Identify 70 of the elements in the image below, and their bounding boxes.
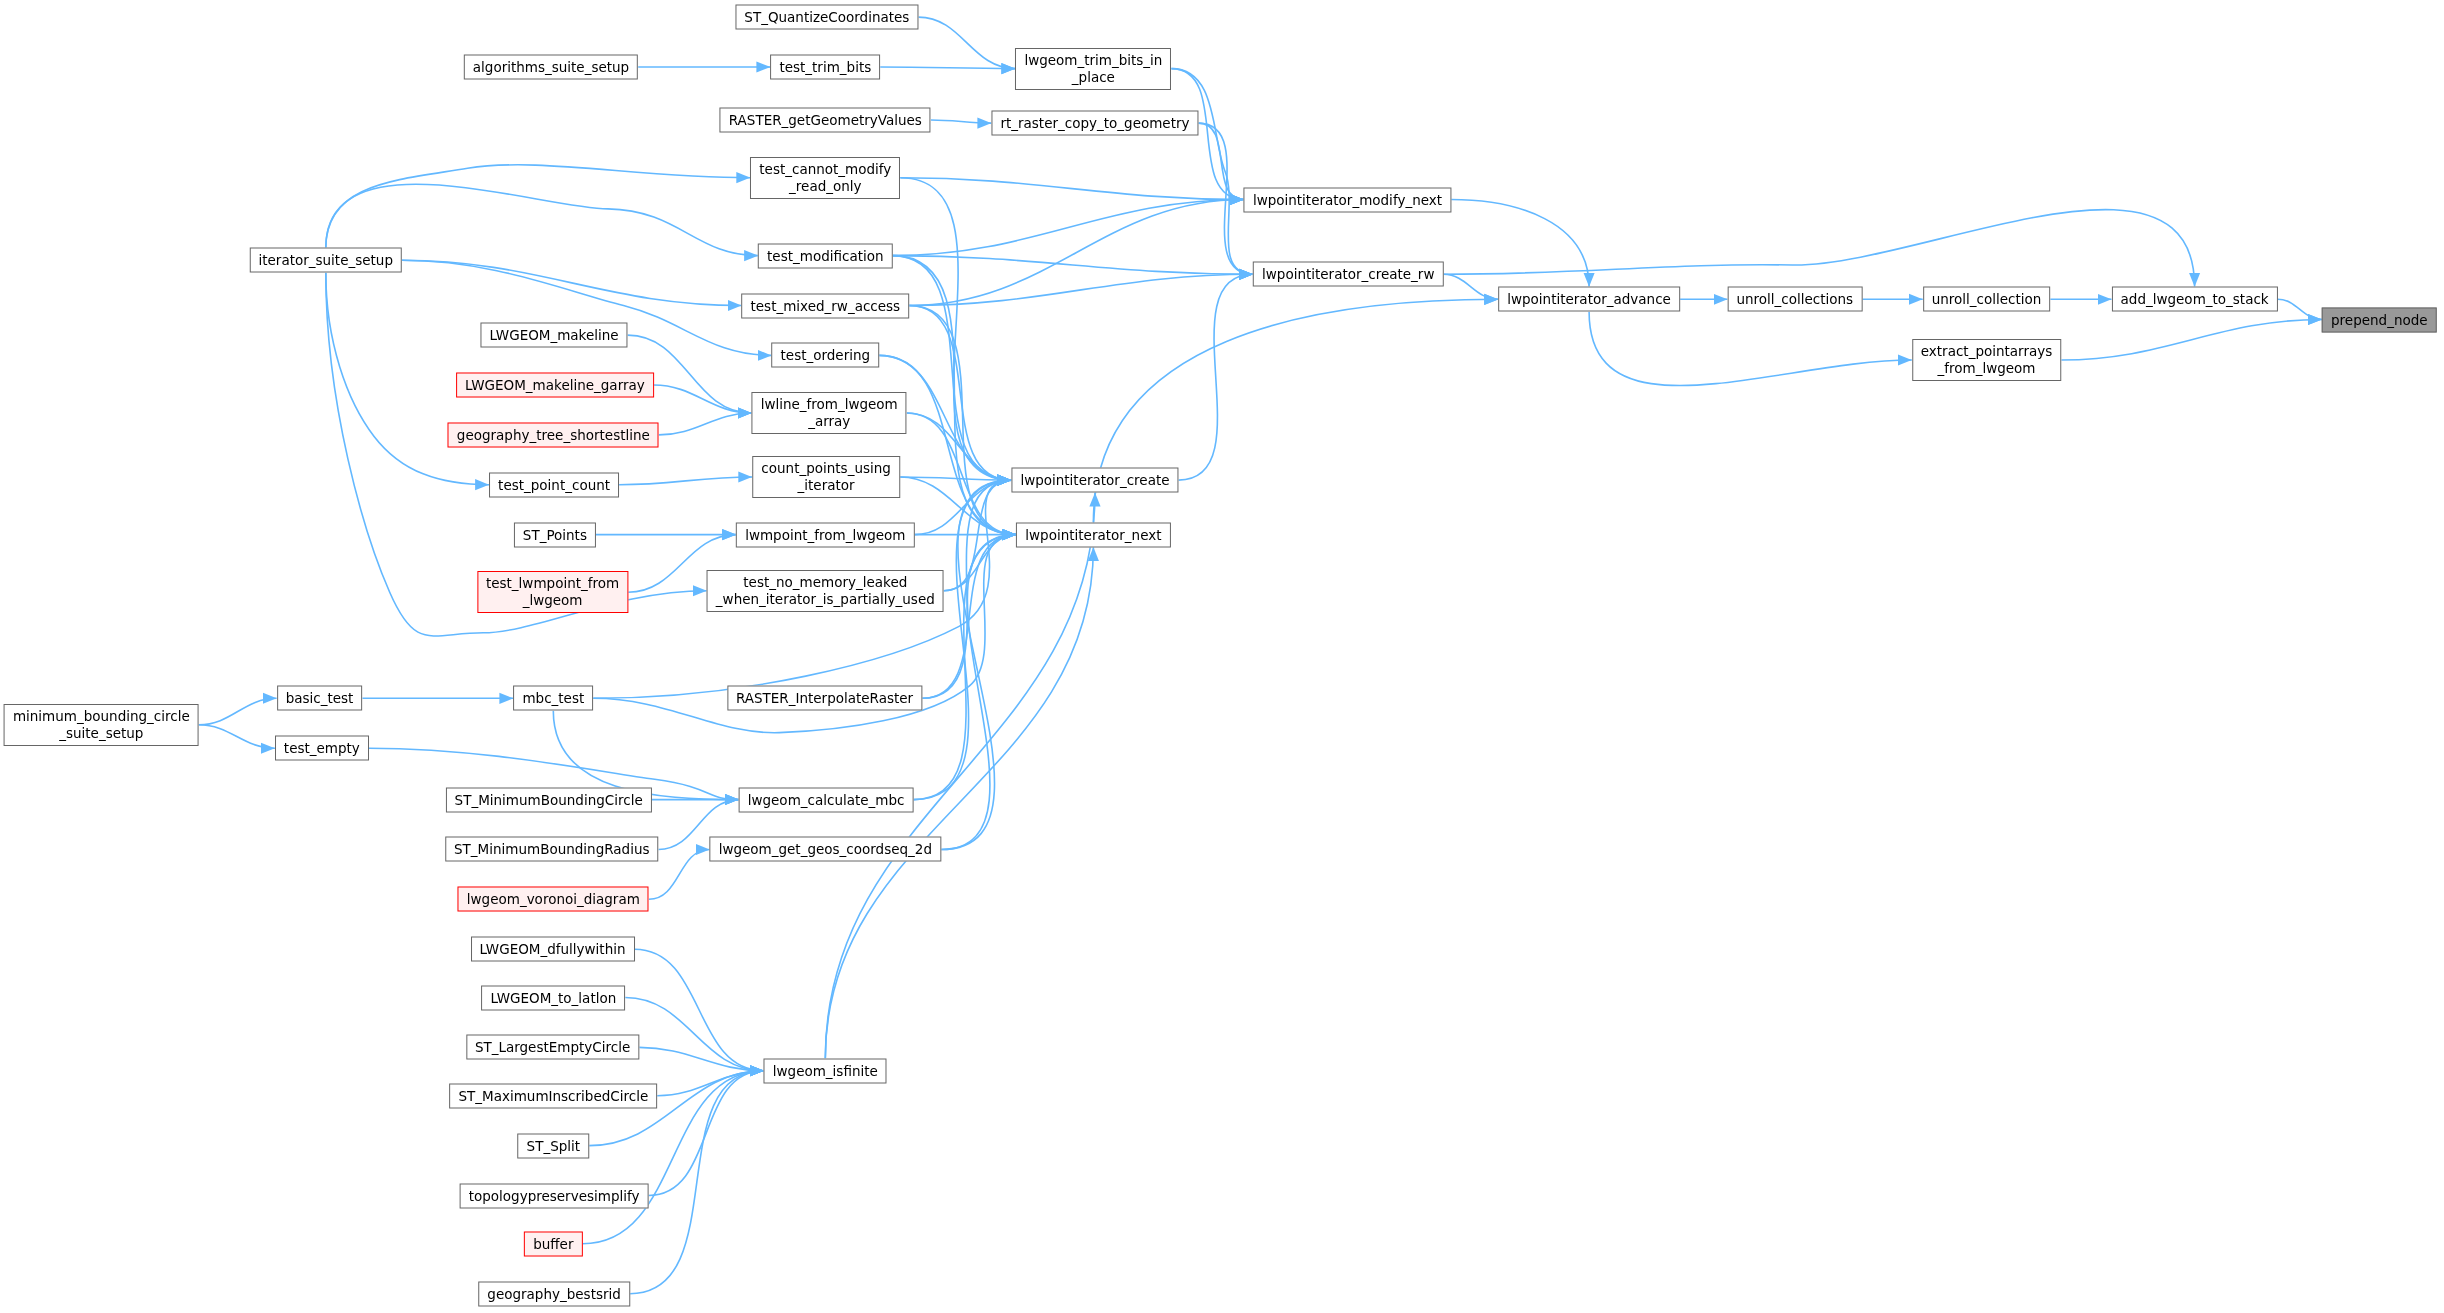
call-arrow [2049,293,2113,305]
call-arrow [879,62,1017,75]
function-box: iterator_suite_setup [249,247,402,273]
function-box: LWGEOM_makeline [480,322,628,348]
function-box: lwgeom_get_geos_coordseq_2d [709,836,941,862]
truncated-function-box: buffer [524,1231,583,1257]
function-box: count_points_using _iterator [752,455,900,498]
call-arrow [637,61,772,73]
function-box: lwpointiterator_modify_next [1243,187,1452,212]
function-box: ST_MinimumBoundingRadius [445,836,659,862]
function-box: lwgeom_isfinite [763,1058,887,1084]
truncated-function-box: LWGEOM_makeline_garray [456,372,654,398]
function-box: ST_Split [517,1133,590,1159]
call-arrow [325,183,759,261]
function-box: lwline_from_lwgeom _array [751,392,907,435]
call-arrow [197,724,276,753]
function-box: test_trim_bits [770,54,881,80]
call-arrow [401,259,773,361]
call-arrow [1177,271,1254,481]
call-arrow [627,530,737,594]
function-box: lwpointiterator_advance [1498,286,1680,312]
call-arrow [1679,293,1729,305]
function-box: LWGEOM_dfullywithin [470,936,635,962]
function-box: minimum_bounding_circle _suite_setup [3,703,199,746]
call-arrow [2060,314,2323,361]
function-box: add_lwgeom_to_stack [2111,286,2278,312]
truncated-function-box: test_lwmpoint_from _lwgeom [476,571,629,614]
function-box: ST_MaximumInscribedCircle [449,1083,658,1109]
function-box: extract_pointarrays _from_lwgeom [1911,339,2062,382]
call-arrow [1442,209,2198,288]
call-arrow [657,795,740,851]
call-arrow [930,117,993,129]
function-box: lwmpoint_from_lwgeom [736,522,915,548]
truncated-function-box: geography_tree_shortestline [447,422,659,448]
function-box: test_empty [274,735,369,761]
function-box: ST_LargestEmptyCircle [465,1034,640,1060]
function-box: basic_test [276,685,363,711]
function-box: ST_Points [513,522,596,548]
call-arrow [1861,293,1924,305]
call-arrow [1450,198,1594,288]
function-box: RASTER_InterpolateRaster [726,685,923,711]
function-box: rt_raster_copy_to_geometry [991,110,1199,136]
call-arrow [361,692,515,704]
function-box: test_mixed_rw_access [741,293,910,318]
function-box: LWGEOM_to_latlon [481,985,626,1011]
function-box: algorithms_suite_setup [463,54,639,80]
highlighted-function-box: prepend_node [2322,307,2437,332]
call-arrow [648,845,711,901]
function-box: mbc_test [513,685,594,711]
function-box: lwpointiterator_next [1016,522,1171,548]
function-box: test_no_memory_leaked _when_iterator_is_partially_used [706,569,944,612]
function-box: RASTER_getGeometryValues [719,107,931,133]
call-arrow [1588,311,1913,387]
function-box: lwgeom_trim_bits_in _place [1015,47,1172,90]
function-box: lwpointiterator_create [1011,467,1179,493]
function-box: ST_QuantizeCoordinates [735,4,919,30]
function-box: topologypreservesimplify [459,1183,649,1208]
function-box: unroll_collection [1922,286,2051,312]
call-arrow [618,471,754,486]
function-box: lwgeom_calculate_mbc [738,787,914,813]
function-box: test_ordering [771,342,880,368]
function-box: geography_bestsrid [478,1281,630,1307]
function-box: test_cannot_modify _read_only [750,156,901,199]
function-box: unroll_collections [1727,286,1863,312]
function-box: test_modification [758,243,893,269]
truncated-function-box: lwgeom_voronoi_diagram [457,886,649,912]
call-arrow [325,272,708,637]
function-box: lwpointiterator_create_rw [1253,261,1444,287]
function-box: ST_MinimumBoundingCircle [445,787,652,813]
function-box: test_point_count [489,472,620,498]
